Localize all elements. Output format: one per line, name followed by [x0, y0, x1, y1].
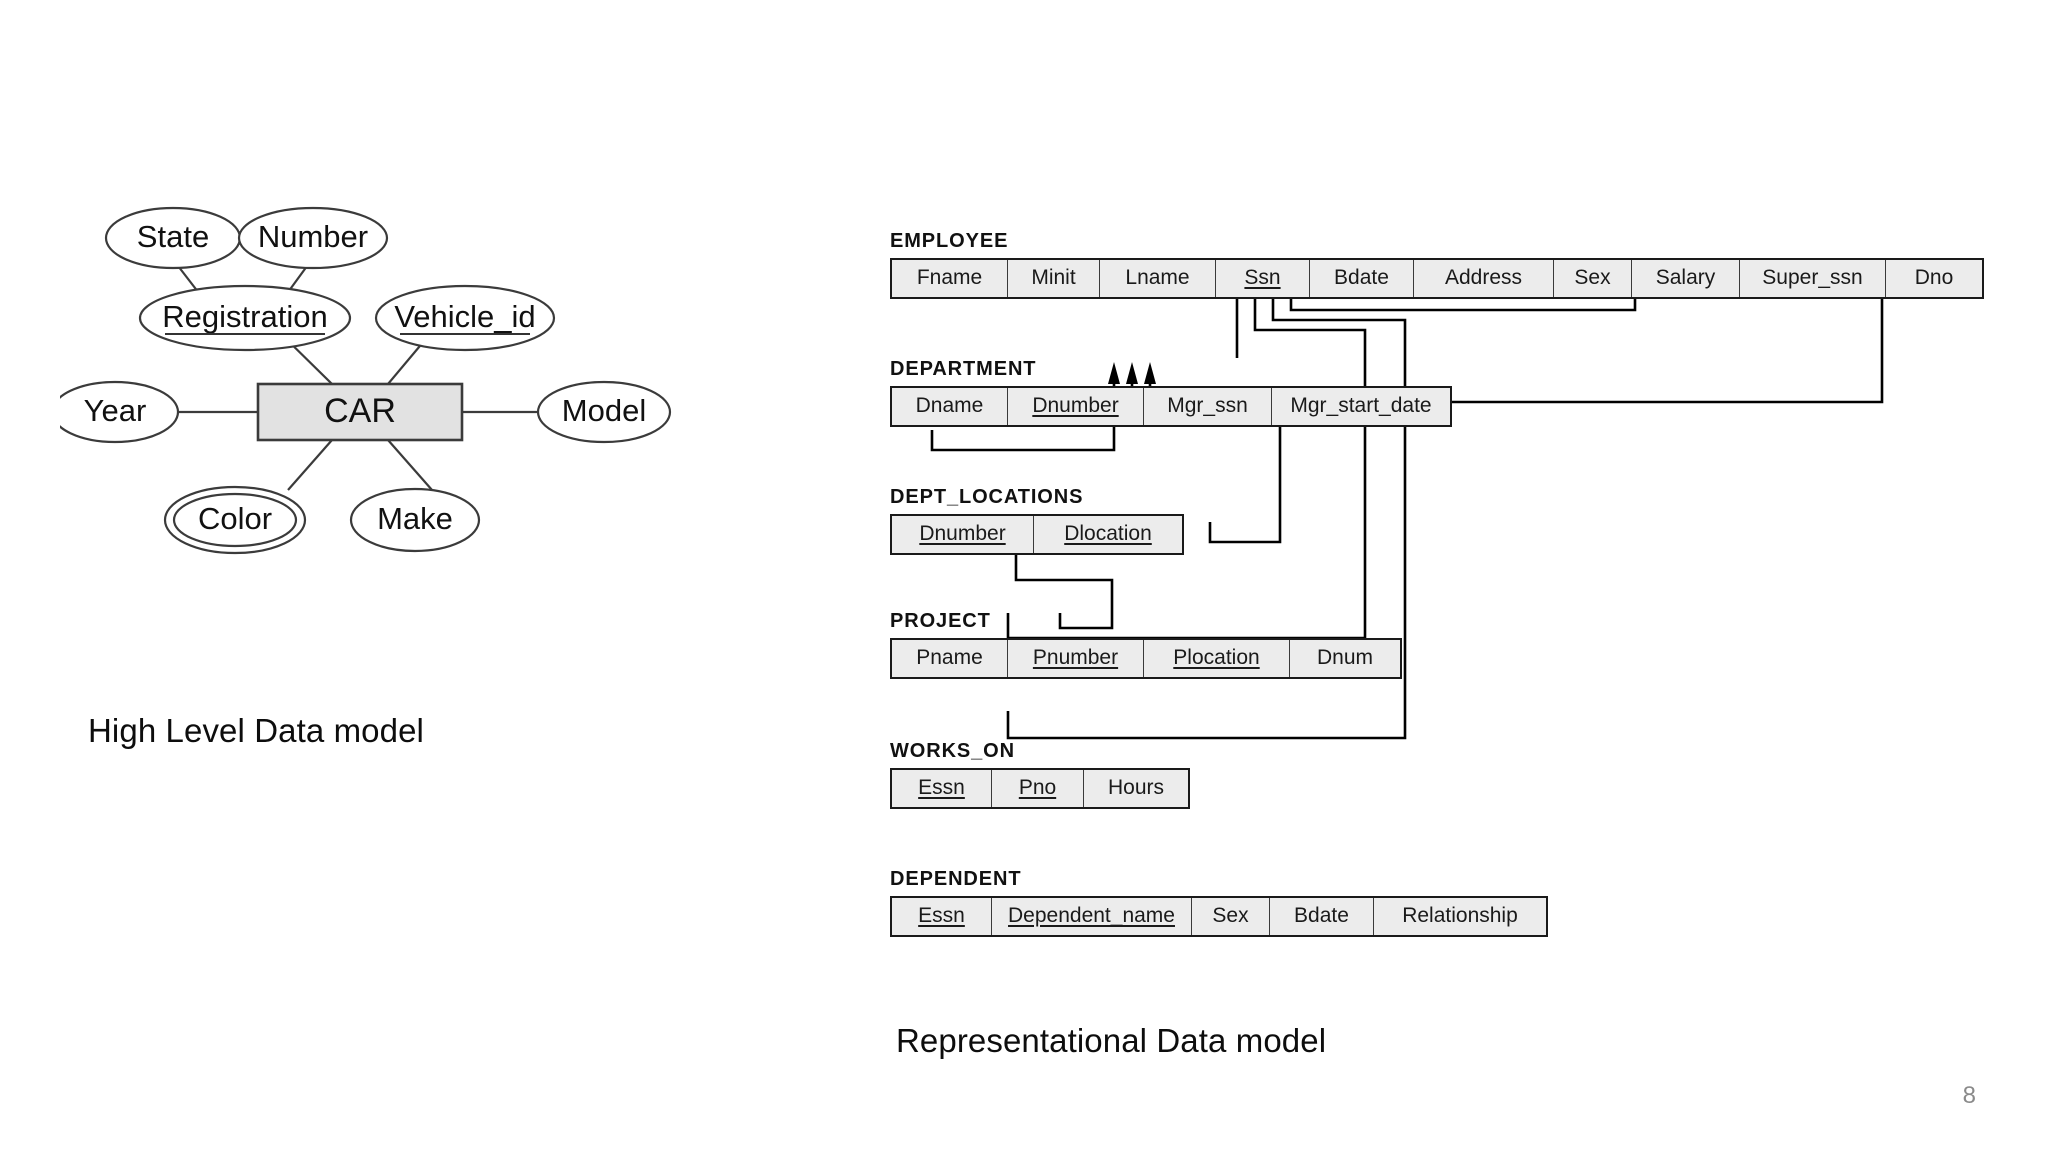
er-attribute-year: Year	[60, 380, 180, 444]
table-dept-locations-title: DEPT_LOCATIONS	[890, 486, 1084, 508]
er-link-make-car	[387, 439, 433, 491]
relational-schema-diagram: EMPLOYEE Fname Minit Lname Ssn Bdate Add…	[880, 230, 1984, 1020]
table-department-header-row: Dname Dnumber Mgr_ssn Mgr_start_date	[890, 386, 1452, 428]
table-works-on-title: WORKS_ON	[890, 740, 1015, 762]
er-entity-car-label: CAR	[324, 392, 396, 430]
er-attribute-model-label: Model	[562, 393, 646, 428]
cell-employee-ssn[interactable]: Ssn	[1216, 260, 1310, 298]
caption-representational-data-model: Representational Data model	[896, 1022, 1327, 1059]
er-attribute-number: Number	[237, 206, 389, 270]
table-employee-header-row: Fname Minit Lname Ssn Bdate Address Sex …	[890, 258, 1984, 300]
cell-dept-locations-dnumber[interactable]: Dnumber	[892, 516, 1034, 554]
table-dept-locations: DEPT_LOCATIONS Dnumber Dlocation	[890, 486, 1184, 556]
table-dependent-title: DEPENDENT	[890, 868, 1022, 890]
er-link-color-car	[287, 439, 333, 491]
cell-dependent-sex[interactable]: Sex	[1192, 898, 1270, 936]
cell-department-dname[interactable]: Dname	[892, 388, 1008, 426]
er-entity-car: CAR	[256, 382, 464, 442]
fk-link-worksonessn-to-ssn	[1006, 288, 1367, 640]
cell-employee-fname[interactable]: Fname	[892, 260, 1008, 298]
er-attribute-vehicle-id-label: Vehicle_id	[394, 299, 535, 334]
cell-dependent-dependent-name[interactable]: Dependent_name	[992, 898, 1192, 936]
table-dependent-header-row: Essn Dependent_name Sex Bdate Relationsh…	[890, 896, 1548, 938]
er-attribute-registration: Registration	[138, 284, 352, 352]
cell-department-mgr-ssn[interactable]: Mgr_ssn	[1144, 388, 1272, 426]
cell-dept-locations-dlocation[interactable]: Dlocation	[1034, 516, 1182, 554]
table-works-on: WORKS_ON Essn Pno Hours	[890, 740, 1190, 810]
cell-works-on-essn[interactable]: Essn	[892, 770, 992, 808]
cell-employee-dno[interactable]: Dno	[1886, 260, 1982, 298]
table-dependent: DEPENDENT Essn Dependent_name Sex Bdate …	[890, 868, 1548, 938]
cell-project-plocation[interactable]: Plocation	[1144, 640, 1290, 678]
table-project-header-row: Pname Pnumber Plocation Dnum	[890, 638, 1402, 680]
cell-department-mgr-start-date[interactable]: Mgr_start_date	[1272, 388, 1450, 426]
table-project-title: PROJECT	[890, 610, 991, 632]
cell-dependent-bdate[interactable]: Bdate	[1270, 898, 1374, 936]
er-attribute-registration-label: Registration	[162, 299, 327, 334]
cell-dependent-essn[interactable]: Essn	[892, 898, 992, 936]
er-attribute-color: Color	[163, 485, 307, 555]
table-employee: EMPLOYEE Fname Minit Lname Ssn Bdate Add…	[890, 230, 1984, 300]
er-attribute-year-label: Year	[84, 393, 147, 428]
er-attribute-make: Make	[349, 487, 481, 553]
cell-employee-sex[interactable]: Sex	[1554, 260, 1632, 298]
er-attribute-state: State	[104, 206, 242, 270]
er-attribute-model: Model	[536, 380, 672, 444]
er-attribute-make-label: Make	[377, 501, 453, 536]
cell-works-on-pno[interactable]: Pno	[992, 770, 1084, 808]
table-project: PROJECT Pname Pnumber Plocation Dnum	[890, 610, 1402, 680]
cell-employee-lname[interactable]: Lname	[1100, 260, 1216, 298]
cell-project-pnumber[interactable]: Pnumber	[1008, 640, 1144, 678]
er-attribute-vehicle-id: Vehicle_id	[374, 284, 556, 352]
cell-department-dnumber[interactable]: Dnumber	[1008, 388, 1144, 426]
table-works-on-header-row: Essn Pno Hours	[890, 768, 1190, 810]
cell-project-pname[interactable]: Pname	[892, 640, 1008, 678]
table-department-title: DEPARTMENT	[890, 358, 1037, 380]
cell-dependent-relationship[interactable]: Relationship	[1374, 898, 1546, 936]
er-attribute-state-label: State	[137, 219, 209, 254]
er-diagram: State Number Registration Vehicle_id	[60, 200, 780, 660]
caption-high-level-data-model: High Level Data model	[88, 712, 424, 749]
table-employee-title: EMPLOYEE	[890, 230, 1009, 252]
page-number: 8	[1962, 1082, 1976, 1109]
cell-employee-bdate[interactable]: Bdate	[1310, 260, 1414, 298]
cell-employee-salary[interactable]: Salary	[1632, 260, 1740, 298]
cell-employee-minit[interactable]: Minit	[1008, 260, 1100, 298]
er-attribute-color-label: Color	[198, 501, 272, 536]
er-attribute-number-label: Number	[258, 219, 368, 254]
cell-project-dnum[interactable]: Dnum	[1290, 640, 1400, 678]
table-department: DEPARTMENT Dname Dnumber Mgr_ssn Mgr_sta…	[890, 358, 1452, 428]
cell-employee-address[interactable]: Address	[1414, 260, 1554, 298]
cell-employee-super-ssn[interactable]: Super_ssn	[1740, 260, 1886, 298]
table-dept-locations-header-row: Dnumber Dlocation	[890, 514, 1184, 556]
cell-works-on-hours[interactable]: Hours	[1084, 770, 1188, 808]
